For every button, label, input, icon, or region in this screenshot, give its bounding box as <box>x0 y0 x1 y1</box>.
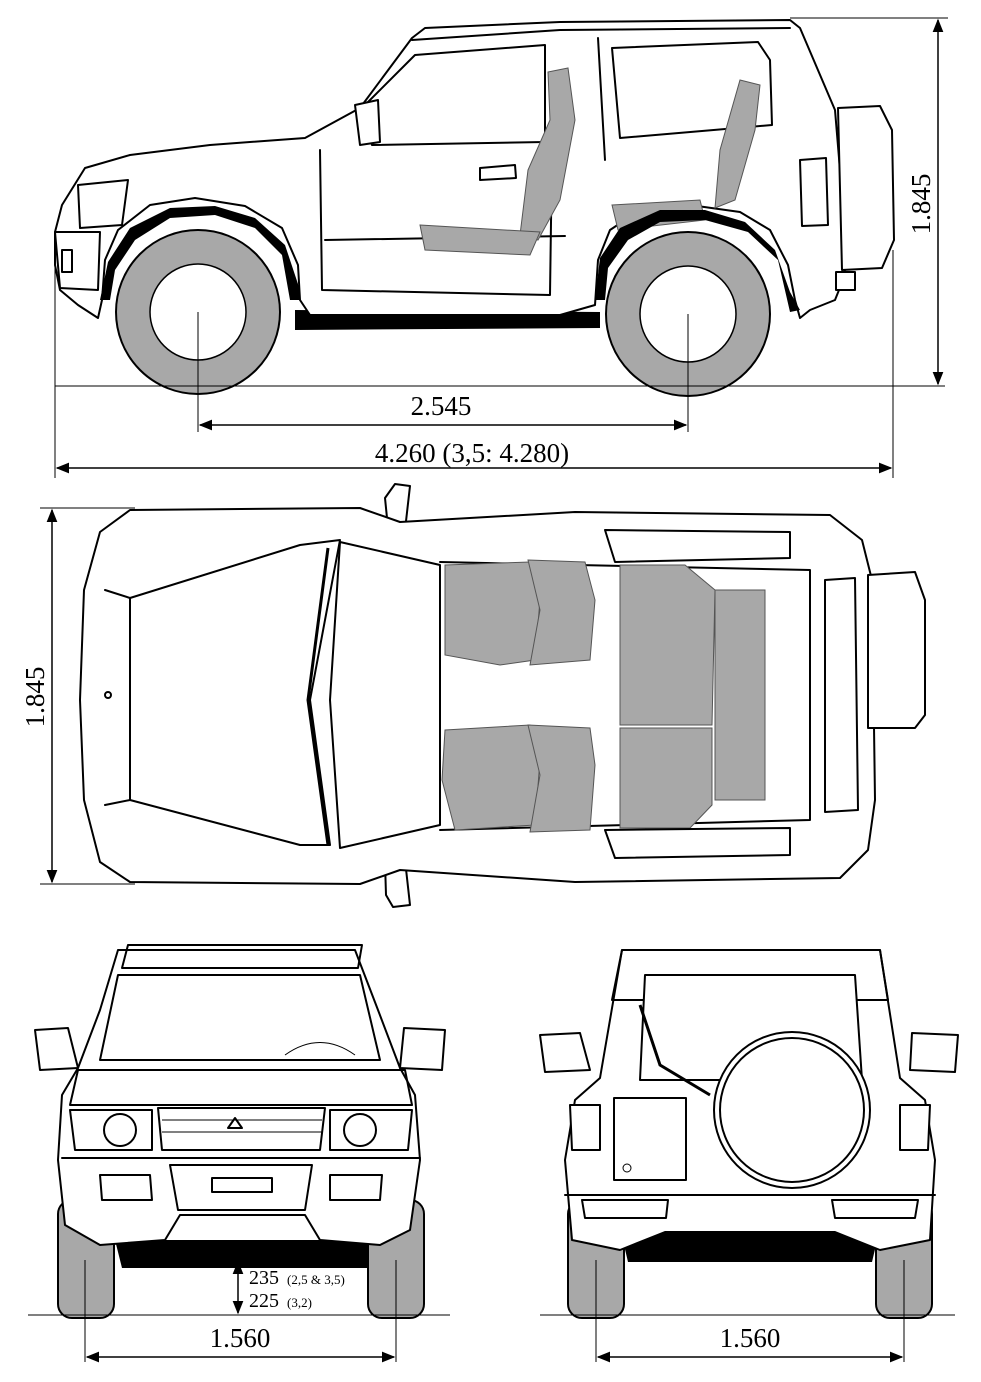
rear-wiper <box>638 1004 711 1097</box>
rear-roof <box>611 949 889 1001</box>
front-license-plate <box>211 1177 273 1193</box>
top-seat-rear-left <box>619 564 716 726</box>
rear-spare-wheel <box>713 1031 871 1189</box>
side-b-pillar <box>597 37 606 161</box>
side-view: 2.545 4.260 (3,5: 4.280) 1.845 <box>54 17 948 478</box>
front-steering-wheel <box>284 1042 356 1056</box>
front-mirror-right <box>399 1027 446 1071</box>
front-clearance-2-note: (3,2) <box>287 1295 312 1310</box>
rear-lock-icon <box>622 1163 632 1173</box>
rear-underbody <box>620 1228 880 1262</box>
side-fog-lamp <box>61 249 73 273</box>
side-door-outline <box>319 149 553 296</box>
rear-reflector-right <box>831 1199 919 1219</box>
side-rear-seat <box>714 79 761 209</box>
top-view: 1.845 <box>20 483 926 908</box>
front-track-label: 1.560 <box>210 1323 271 1353</box>
wheelbase-label: 2.545 <box>411 391 472 421</box>
side-front-bumper <box>54 231 101 291</box>
top-seat-front-right-back <box>527 724 596 833</box>
top-emblem <box>104 691 112 699</box>
top-hood <box>129 539 341 846</box>
front-headlight-right <box>329 1109 413 1151</box>
side-tail-light <box>799 157 829 227</box>
front-windscreen <box>99 974 381 1061</box>
front-mirror-left <box>34 1027 79 1071</box>
front-emblem-icon <box>227 1117 243 1129</box>
front-view: 235 (2,5 & 3,5) 225 (3,2) 1.560 <box>28 944 450 1363</box>
top-rear-glass <box>824 577 859 813</box>
height-label: 1.845 <box>906 174 936 235</box>
top-seat-front-left-back <box>527 559 596 666</box>
front-air-intake <box>169 1164 313 1211</box>
side-spare-wheel <box>837 105 895 271</box>
side-front-window <box>359 44 546 146</box>
rear-reflector-left <box>581 1199 669 1219</box>
rear-tail-light-right <box>899 1104 931 1151</box>
front-roof <box>121 944 363 969</box>
side-headlight <box>77 179 129 229</box>
front-headlamp-right <box>343 1113 377 1147</box>
rear-view: 1.560 <box>539 949 959 1363</box>
rear-tail-light-left <box>569 1104 601 1151</box>
top-grille <box>104 589 131 806</box>
rear-license-panel <box>613 1097 687 1181</box>
top-width-label: 1.845 <box>20 667 50 728</box>
top-seat-front-left <box>444 561 541 666</box>
front-underbody <box>115 1240 375 1268</box>
front-clearance-2: 225 <box>249 1290 279 1312</box>
side-mirror <box>354 99 381 146</box>
top-seat-rear-right <box>619 727 713 829</box>
front-hood <box>69 1069 413 1106</box>
top-rail-right <box>604 827 791 859</box>
top-windscreen <box>329 541 441 849</box>
side-front-seat-cushion <box>419 224 541 256</box>
top-rail-left <box>604 529 791 563</box>
side-roof-line <box>411 27 791 41</box>
side-front-seat <box>519 67 576 241</box>
side-front-arch <box>100 206 300 300</box>
side-rear-reflector <box>835 271 856 291</box>
top-spare-wheel <box>867 571 926 729</box>
top-seat-rear-back <box>714 589 766 801</box>
front-fog-lamp-left <box>99 1174 153 1201</box>
front-headlamp-left <box>103 1113 137 1147</box>
top-wiper <box>306 547 330 846</box>
side-door-handle <box>479 164 517 181</box>
length-label: 4.260 (3,5: 4.280) <box>375 438 569 468</box>
front-clearance-1: 235 <box>249 1267 279 1289</box>
front-clearance-1-note: (2,5 & 3,5) <box>287 1272 345 1287</box>
rear-spare-inner <box>719 1037 865 1183</box>
rear-mirror-left <box>539 1032 591 1073</box>
rear-track-label: 1.560 <box>720 1323 781 1353</box>
rear-mirror-right <box>909 1032 959 1073</box>
top-seat-front-right <box>441 724 541 831</box>
front-fog-lamp-right <box>329 1174 383 1201</box>
